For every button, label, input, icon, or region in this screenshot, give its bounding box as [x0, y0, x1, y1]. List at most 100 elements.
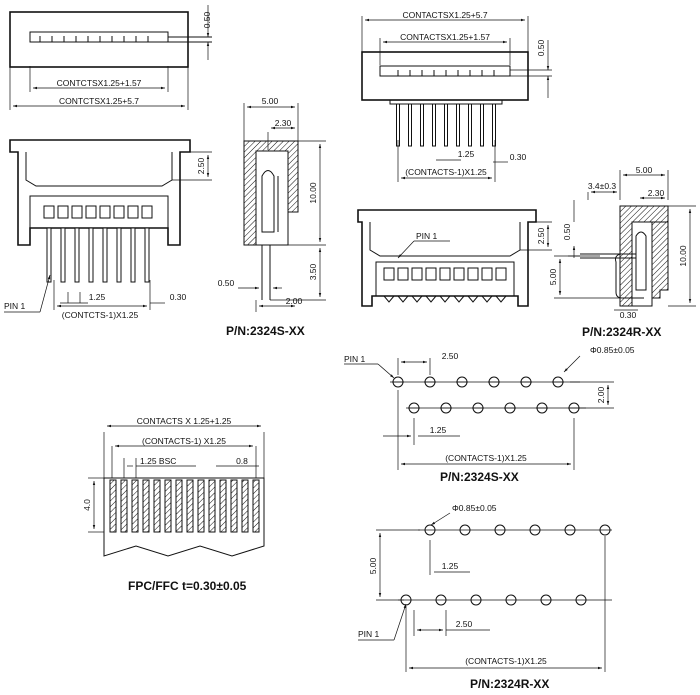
dim-top-left-h: 0.50	[202, 11, 212, 28]
contact-window	[383, 267, 395, 281]
contact-window	[481, 267, 493, 281]
contact-pin	[444, 103, 448, 147]
dim-side-s-w: 5.00	[262, 96, 279, 106]
side-view-s: 5.00 2.30 10.00 3.50 0.50 2.00	[218, 96, 326, 312]
ffc-conductor	[219, 479, 227, 533]
contact-pin	[408, 103, 412, 147]
dim-top-right-span: (CONTACTS-1)X1.25	[405, 167, 487, 177]
ffc-conductor	[131, 479, 139, 533]
contact-pin	[88, 227, 94, 283]
dim-top-left-total: CONTCTSX1.25+5.7	[59, 96, 139, 106]
contact-window	[467, 267, 479, 281]
dim-top-right-inner: CONTACTSX1.25+1.57	[400, 32, 490, 42]
footprint-s: PIN 1 2.50 Φ0.85±0.05 2.00 1.25 (CONTACT…	[344, 345, 635, 470]
fp-r-hole: Φ0.85±0.05	[452, 503, 497, 513]
contact-window	[425, 267, 437, 281]
contact-pin	[396, 103, 400, 147]
contact-pin	[60, 227, 66, 283]
contact-tooth	[495, 295, 507, 303]
contact-pin	[432, 103, 436, 147]
pn-2324s-side: P/N:2324S-XX	[226, 324, 305, 338]
ffc-conductor	[186, 479, 194, 533]
dim-front-right-h: 2.50	[536, 227, 546, 244]
ffc-conductor	[142, 479, 150, 533]
ffc-cable: CONTACTS X 1.25+1.25 (CONTACTS-1) X1.25 …	[82, 416, 265, 557]
side-view-r: 5.00 3.4±0.3 2.30 0.50 5.00 10.00 0.30	[548, 165, 696, 320]
contact-tooth	[481, 295, 493, 303]
dim-top-right-pitch: 1.25	[458, 149, 475, 159]
ffc-conductor	[252, 479, 260, 533]
contact-pin	[468, 103, 472, 147]
dim-side-s-pin: 0.50	[218, 278, 235, 288]
dim-side-r-h: 10.00	[678, 245, 688, 267]
ffc-conductor	[164, 479, 172, 533]
contact-pin	[116, 227, 122, 283]
contact-pin	[102, 227, 108, 283]
contact-tooth	[397, 295, 409, 303]
contact-pin	[456, 103, 460, 147]
pin1-label-left: PIN 1	[4, 301, 26, 311]
contact-window	[57, 205, 69, 219]
contact-window	[43, 205, 55, 219]
fp-r-pitch: 1.25	[442, 561, 459, 571]
ffc-conductor	[120, 479, 128, 533]
dim-side-r-w: 5.00	[636, 165, 653, 175]
contact-window	[411, 267, 423, 281]
contact-window	[71, 205, 83, 219]
ffc-conductor	[197, 479, 205, 533]
ffc-w: 0.8	[236, 456, 248, 466]
contact-window	[453, 267, 465, 281]
pn-2324r-footprint: P/N:2324R-XX	[470, 677, 549, 691]
fp-s-pin1: PIN 1	[344, 354, 366, 364]
ffc-conductor	[230, 479, 238, 533]
contact-pin	[144, 227, 150, 283]
dim-front-left-span: (CONTCTS-1)X1.25	[62, 310, 139, 320]
contact-pin	[74, 227, 80, 283]
dim-top-left-inner: CONTCTSX1.25+1.57	[57, 78, 142, 88]
ffc-bsc: 1.25 BSC	[140, 456, 176, 466]
footprint-r: Φ0.85±0.05 5.00 1.25 2.50 PIN 1 (CONTACT…	[358, 503, 612, 672]
contact-pin	[130, 227, 136, 283]
ffc-conductor	[241, 479, 249, 533]
dim-top-right-pin: 0.30	[510, 152, 527, 162]
contact-pin	[480, 103, 484, 147]
dim-side-s-w2: 2.30	[275, 118, 292, 128]
contact-window	[141, 205, 153, 219]
ffc-total: CONTACTS X 1.25+1.25	[137, 416, 232, 426]
top-view-left: 0.50 CONTCTSX1.25+1.57 CONTCTSX1.25+5.7	[9, 5, 212, 110]
ffc-conductor	[153, 479, 161, 533]
fp-r-span: (CONTACTS-1)X1.25	[465, 656, 547, 666]
contact-pin	[420, 103, 424, 147]
dim-side-r-b: 5.00	[548, 268, 558, 285]
contact-tooth	[425, 295, 437, 303]
contact-window	[397, 267, 409, 281]
pin1-label-right: PIN 1	[416, 231, 438, 241]
contact-window	[439, 267, 451, 281]
pn-2324r-side: P/N:2324R-XX	[582, 325, 661, 339]
ffc-conductor	[109, 479, 117, 533]
dim-side-s-bot: 2.00	[286, 296, 303, 306]
contact-tooth	[467, 295, 479, 303]
dim-top-right-total: CONTACTSX1.25+5.7	[402, 10, 487, 20]
front-view-right: 2.50 PIN 1	[357, 209, 552, 307]
fp-s-row: 2.00	[596, 386, 606, 403]
ffc-h: 4.0	[82, 499, 92, 511]
dim-side-s-h: 10.00	[308, 182, 318, 204]
fp-s-pitch2: 2.50	[442, 351, 459, 361]
contact-pin	[46, 227, 52, 283]
contact-window	[113, 205, 125, 219]
dim-front-left-pin: 0.30	[170, 292, 187, 302]
contact-tooth	[411, 295, 423, 303]
contact-window	[127, 205, 139, 219]
ffc-conductor	[208, 479, 216, 533]
fp-s-hole: Φ0.85±0.05	[590, 345, 635, 355]
ffc-conductor	[175, 479, 183, 533]
contact-window	[495, 267, 507, 281]
top-view-right: CONTACTSX1.25+5.7 CONTACTSX1.25+1.57 0.5…	[361, 10, 552, 182]
contact-window	[85, 205, 97, 219]
front-view-left: 2.50 (CONTCTS-1)X1.25 1.25 0.30 PIN 1	[4, 139, 212, 320]
pn-2324s-footprint: P/N:2324S-XX	[440, 470, 519, 484]
contact-tooth	[383, 295, 395, 303]
dim-front-left-h: 2.50	[196, 157, 206, 174]
